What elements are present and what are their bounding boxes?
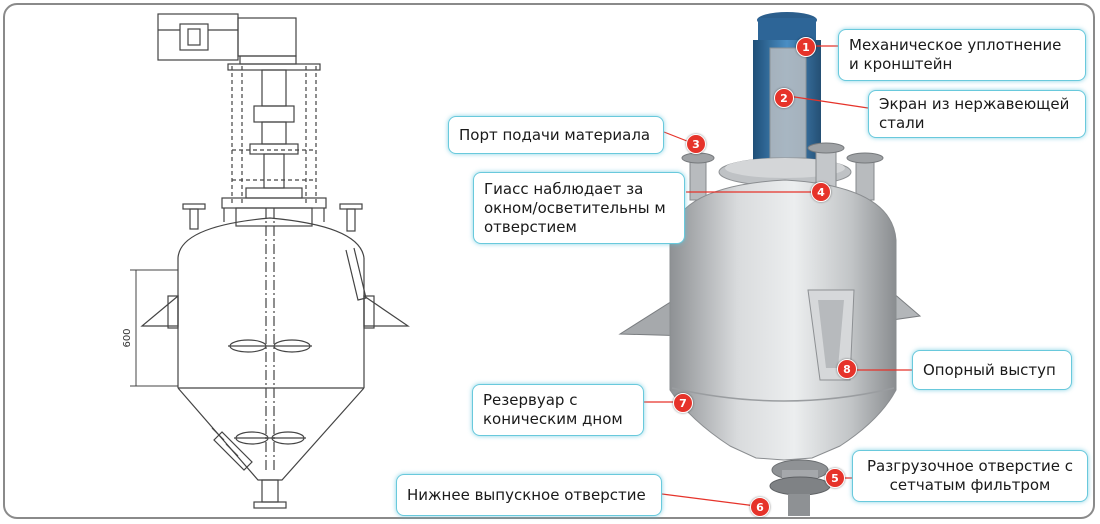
callout-conical-tank: Резервуар с коническим дном [472, 384, 644, 436]
callout-bottom-outlet: Нижнее выпускное отверстие [396, 474, 662, 516]
callout-number-4: 4 [811, 182, 831, 202]
callout-number-8: 8 [837, 359, 857, 379]
callout-mechanical-seal: Механическое уплотнение и кронштейн [838, 29, 1086, 81]
callout-text: Порт подачи материала [459, 125, 651, 144]
callout-stainless-screen: Экран из нержавеющей стали [868, 90, 1086, 138]
callout-feed-port: Порт подачи материала [448, 116, 664, 154]
technical-drawing [130, 13, 410, 509]
leader-lines [644, 45, 912, 507]
callout-number-7: 7 [673, 393, 693, 413]
callout-number-6: 6 [750, 497, 770, 517]
support-frame-drawing [231, 66, 317, 205]
nozzle-drawing [182, 203, 363, 232]
callout-discharge-filter: Разгрузочное отверстие с сетчатым фильтр… [852, 450, 1088, 502]
callout-text: Разгрузочное отверстие с сетчатым фильтр… [867, 457, 1073, 494]
callout-text: Нижнее выпускное отверстие [407, 485, 646, 504]
callout-number-3: 3 [686, 134, 706, 154]
callout-number-5: 5 [825, 468, 845, 488]
agitator-drawing [228, 208, 312, 470]
callout-number-1: 1 [796, 37, 816, 57]
callout-support-lug: Опорный выступ [912, 350, 1072, 390]
dimension-line [130, 269, 178, 387]
callout-number-2: 2 [774, 88, 794, 108]
callout-sight-glass: Гиасс наблюдает за окном/осветительны м … [473, 172, 685, 244]
motor-drawing [157, 13, 297, 65]
callout-text: Резервуар с коническим дном [483, 391, 623, 428]
support-lug-drawing [140, 294, 410, 329]
drive-assembly-drawing [221, 63, 327, 227]
callout-text: Гиасс наблюдает за окном/осветительны м … [484, 179, 666, 236]
callout-text: Опорный выступ [923, 360, 1056, 379]
dimension-label: 600 [122, 328, 133, 347]
callout-text: Экран из нержавеющей стали [879, 95, 1070, 132]
side-outlet-drawing [211, 427, 253, 471]
vessel-photo [618, 12, 922, 516]
callout-text: Механическое уплотнение и кронштейн [849, 36, 1062, 73]
vessel-drawing [177, 217, 367, 509]
